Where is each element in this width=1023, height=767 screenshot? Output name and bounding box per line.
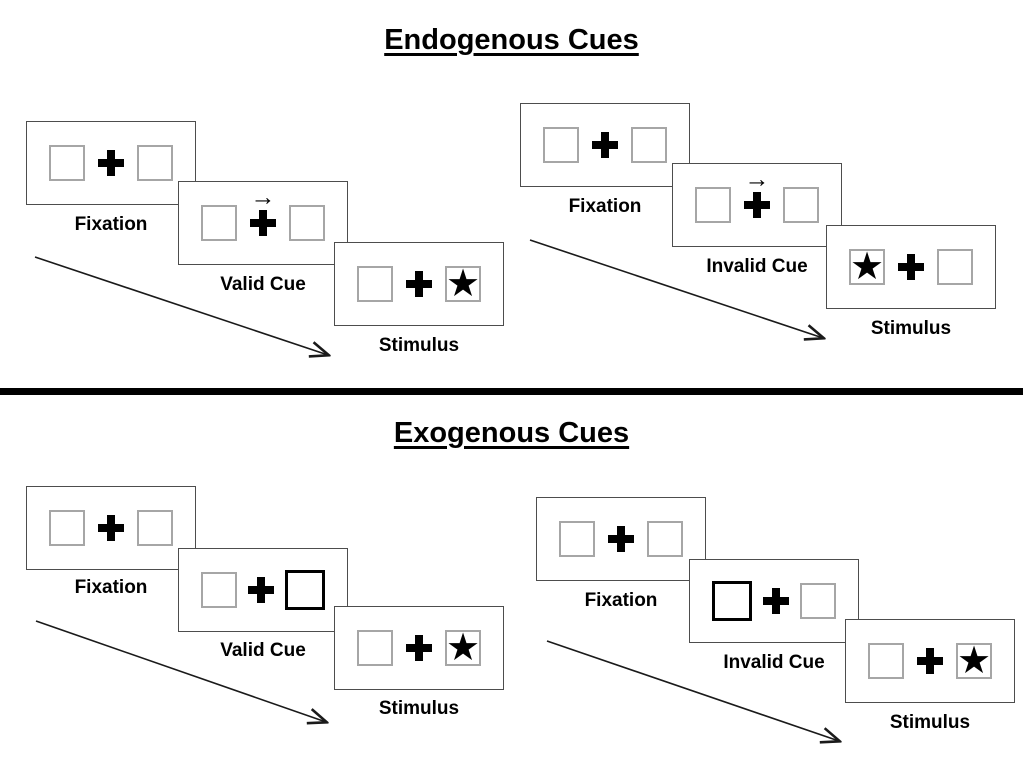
timeline-arrow-endogenous-valid: [34, 256, 328, 355]
fixation-cross-icon: [98, 515, 124, 541]
right-location-box: [137, 145, 173, 181]
fixation-area: [393, 243, 445, 325]
fixation-cross-icon: [898, 254, 924, 280]
panel-label: Stimulus: [870, 318, 952, 339]
panel-label: Valid Cue: [220, 640, 306, 661]
panel-label: Valid Cue: [220, 274, 306, 295]
section-title-exogenous: Exogenous Cues: [393, 417, 630, 449]
fixation-cross-icon: [98, 150, 124, 176]
left-location-box: ★: [849, 246, 885, 288]
panel-exogenous-invalid-fixation: [536, 497, 706, 581]
left-location-box: [868, 643, 904, 679]
panel-label: Invalid Cue: [723, 652, 825, 673]
fixation-area: [85, 122, 137, 204]
panel-endogenous-valid-cue: →: [178, 181, 348, 265]
left-location-box: [357, 266, 393, 302]
fixation-cross-icon: [248, 577, 274, 603]
fixation-area: [595, 498, 647, 580]
fixation-cross-icon: [250, 210, 276, 236]
panel-endogenous-valid-fixation: [26, 121, 196, 205]
panel-label: Stimulus: [378, 335, 460, 356]
panel-label: Fixation: [584, 590, 658, 611]
panel-exogenous-invalid-cue: [689, 559, 859, 643]
fixation-area: →: [237, 182, 289, 264]
left-location-box: [559, 521, 595, 557]
panel-label: Stimulus: [378, 698, 460, 719]
right-location-box: ★: [445, 627, 481, 669]
fixation-area: [904, 620, 956, 702]
star-stimulus-icon: ★: [956, 640, 992, 682]
right-location-box-highlighted: [285, 570, 325, 610]
fixation-cross-icon: [608, 526, 634, 552]
fixation-cross-icon: [592, 132, 618, 158]
panel-label: Stimulus: [889, 712, 971, 733]
left-location-box: [201, 572, 237, 608]
section-title-endogenous: Endogenous Cues: [384, 24, 639, 56]
timeline-arrow-exogenous-valid: [35, 620, 326, 722]
left-location-box: [543, 127, 579, 163]
right-location-box: ★: [445, 263, 481, 305]
star-stimulus-icon: ★: [445, 627, 481, 669]
panel-endogenous-invalid-fixation: [520, 103, 690, 187]
right-location-box: [631, 127, 667, 163]
panel-exogenous-invalid-stimulus: ★: [845, 619, 1015, 703]
panel-endogenous-invalid-cue: →: [672, 163, 842, 247]
left-location-box: [201, 205, 237, 241]
left-location-box: [357, 630, 393, 666]
panel-endogenous-invalid-stimulus: ★: [826, 225, 996, 309]
left-location-box-highlighted: [712, 581, 752, 621]
panel-label: Fixation: [74, 214, 148, 235]
right-location-box: [783, 187, 819, 223]
panel-label: Fixation: [74, 577, 148, 598]
panel-label: Fixation: [568, 196, 642, 217]
fixation-cross-icon: [406, 635, 432, 661]
cue-arrow-icon: →: [744, 165, 770, 193]
fixation-area: [579, 104, 631, 186]
fixation-area: [85, 487, 137, 569]
panel-exogenous-valid-fixation: [26, 486, 196, 570]
left-location-box: [49, 145, 85, 181]
timeline-arrow-exogenous-invalid: [546, 640, 839, 741]
fixation-area: [237, 549, 285, 631]
fixation-area: [393, 607, 445, 689]
fixation-area: →: [731, 164, 783, 246]
timeline-arrow-endogenous-invalid: [529, 239, 823, 338]
fixation-area: [885, 226, 937, 308]
star-stimulus-icon: ★: [849, 246, 885, 288]
panel-label: Invalid Cue: [706, 256, 808, 277]
right-location-box: ★: [956, 640, 992, 682]
panel-exogenous-valid-stimulus: ★: [334, 606, 504, 690]
left-location-box: [49, 510, 85, 546]
section-divider: [0, 388, 1023, 395]
panel-exogenous-valid-cue: [178, 548, 348, 632]
left-location-box: [695, 187, 731, 223]
cue-arrow-icon: →: [250, 183, 276, 211]
fixation-cross-icon: [744, 192, 770, 218]
right-location-box: [937, 249, 973, 285]
fixation-cross-icon: [917, 648, 943, 674]
right-location-box: [289, 205, 325, 241]
fixation-cross-icon: [406, 271, 432, 297]
fixation-cross-icon: [763, 588, 789, 614]
right-location-box: [800, 583, 836, 619]
right-location-box: [137, 510, 173, 546]
right-location-box: [647, 521, 683, 557]
fixation-area: [752, 560, 800, 642]
star-stimulus-icon: ★: [445, 263, 481, 305]
panel-endogenous-valid-stimulus: ★: [334, 242, 504, 326]
